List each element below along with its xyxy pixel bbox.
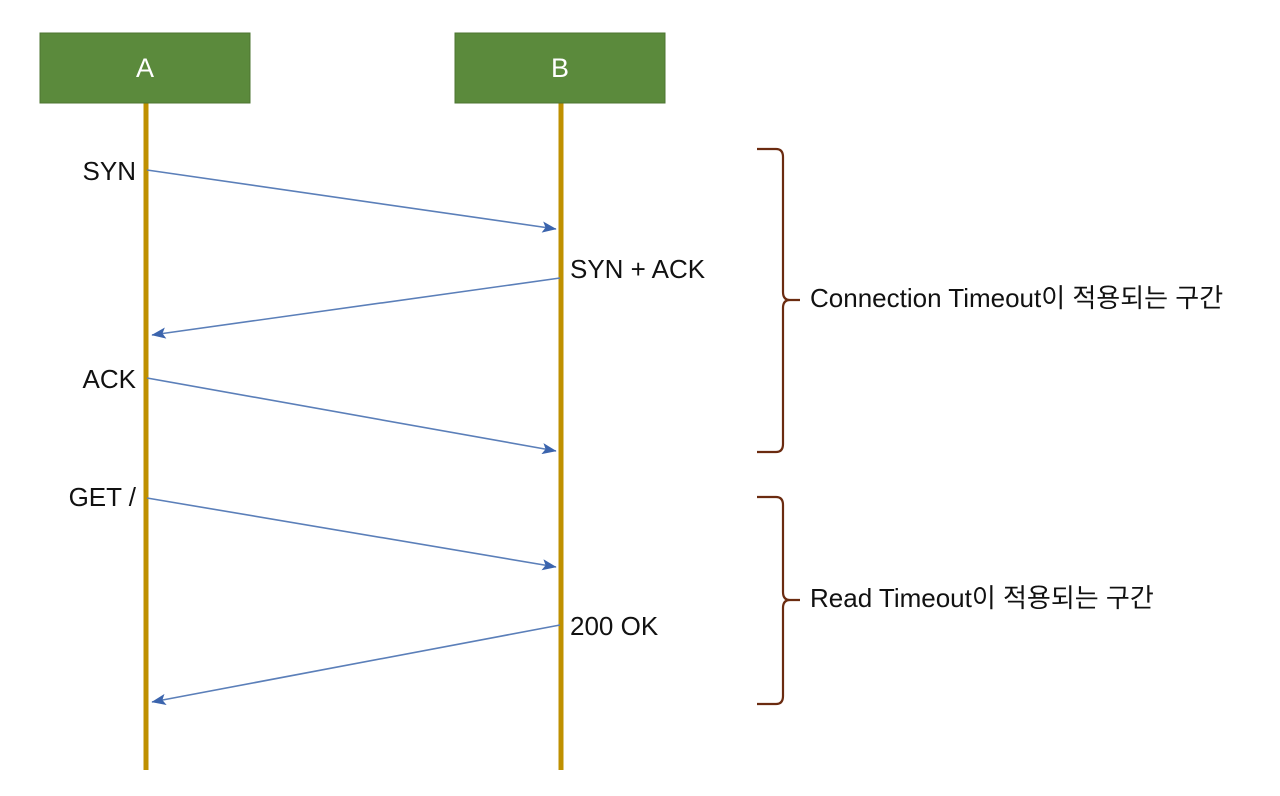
- message-arrow-get: [146, 497, 557, 571]
- actor-boxes: [39, 32, 666, 104]
- actor-label-b: B: [550, 53, 569, 83]
- message-label-ack: ACK: [82, 364, 136, 394]
- brace-read-timeout: [757, 495, 800, 706]
- actor-box-a[interactable]: [39, 32, 251, 104]
- annotation-braces: [757, 147, 800, 706]
- message-label-get: GET /: [68, 482, 136, 512]
- message-label-200-ok: 200 OK: [570, 611, 659, 641]
- message-arrow-syn: [146, 169, 557, 233]
- annotation-label-read-timeout: Read Timeout이 적용되는 구간: [810, 583, 1154, 613]
- actor-label-a: A: [135, 53, 154, 83]
- message-label-syn-ack: SYN + ACK: [570, 254, 706, 284]
- actor-box-b[interactable]: [454, 32, 666, 104]
- message-arrow-200-ok: [151, 624, 561, 705]
- annotation-label-connection-timeout: Connection Timeout이 적용되는 구간: [810, 283, 1224, 313]
- message-arrows: [146, 169, 561, 705]
- message-label-syn: SYN: [82, 156, 136, 186]
- message-arrow-syn-ack: [151, 277, 561, 339]
- message-arrow-ack: [146, 377, 557, 455]
- lifelines: [143, 100, 564, 770]
- brace-connection-timeout: [757, 147, 800, 454]
